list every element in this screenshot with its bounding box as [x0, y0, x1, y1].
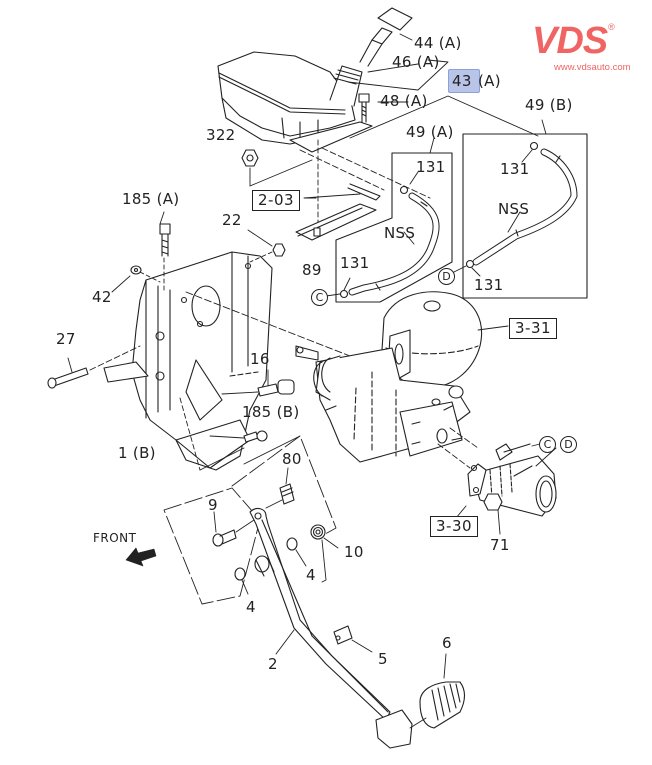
callout-27[interactable]: 27: [56, 330, 76, 348]
pedal-bracket-1b: [103, 251, 351, 471]
clutch-slave-cylinder: [437, 427, 557, 517]
registered-mark: ®: [608, 22, 615, 32]
spring-10: [310, 524, 339, 583]
clutch-pedal-arm-2: [249, 507, 391, 721]
reference-box-3-31[interactable]: 3-31: [509, 318, 558, 339]
callout-4-upper[interactable]: 4: [306, 566, 316, 584]
callout-16[interactable]: 16: [250, 350, 270, 368]
callout-185b[interactable]: 185 (B): [242, 403, 300, 421]
callout-46a[interactable]: 46 (A): [392, 53, 440, 71]
vds-watermark-logo: VDS® www.vdsauto.com: [532, 22, 644, 73]
leader-lines-top: [249, 33, 539, 233]
vds-url: www.vdsauto.com: [554, 62, 631, 73]
bolt-185b: [209, 430, 268, 443]
connector-d-cylinder[interactable]: D: [560, 436, 577, 453]
reservoir-tank: [217, 51, 373, 153]
callout-22[interactable]: 22: [222, 211, 242, 229]
callout-80[interactable]: 80: [282, 450, 302, 468]
pipe-2-03: [347, 183, 381, 201]
front-arrow-icon: [125, 547, 157, 567]
callout-131-a[interactable]: 131: [416, 158, 446, 176]
bushing-4: [234, 537, 307, 595]
callout-89[interactable]: 89: [302, 261, 322, 279]
callout-10[interactable]: 10: [344, 543, 364, 561]
switch-16: [221, 369, 295, 397]
bolt-48a: [358, 93, 370, 123]
highlight-43a: [448, 69, 480, 93]
hose-group-49a: [325, 137, 453, 303]
callout-322[interactable]: 322: [206, 126, 236, 144]
nut-22: [247, 229, 286, 263]
nut-322: [241, 149, 259, 167]
callout-43a-suffix: (A): [478, 72, 501, 90]
stopper-5: [333, 625, 373, 653]
front-orientation-label: FRONT: [93, 531, 137, 545]
callout-44a[interactable]: 44 (A): [414, 34, 462, 52]
callout-nss-49b: NSS: [498, 200, 530, 218]
callout-9[interactable]: 9: [208, 496, 218, 514]
reservoir-filler-neck: [329, 7, 413, 107]
callout-43a-number[interactable]: 43: [452, 72, 472, 90]
pedal-pad-6: [409, 653, 466, 729]
callout-5[interactable]: 5: [378, 650, 388, 668]
pedal-pad-mount: [375, 709, 413, 749]
washer-42: [111, 265, 161, 293]
leader-71: [497, 509, 501, 535]
pedal-subgroup-frame: [163, 435, 337, 605]
bolt-9: [212, 511, 255, 547]
bracket-89: [295, 203, 377, 241]
callout-4-lower[interactable]: 4: [246, 598, 256, 616]
callout-131-c[interactable]: 131: [340, 254, 370, 272]
callout-48a[interactable]: 48 (A): [380, 92, 428, 110]
connector-c-cylinder[interactable]: C: [539, 436, 556, 453]
leader-2-03: [303, 193, 361, 199]
callout-185a[interactable]: 185 (A): [122, 190, 180, 208]
bolt-27: [47, 345, 141, 389]
callout-6[interactable]: 6: [442, 634, 452, 652]
callout-49a[interactable]: 49 (A): [406, 123, 454, 141]
vds-brand-text: VDS: [532, 20, 608, 62]
connector-c-hose[interactable]: C: [311, 289, 328, 306]
callout-nss-49a: NSS: [384, 224, 416, 242]
callout-71[interactable]: 71: [490, 536, 510, 554]
callout-49b[interactable]: 49 (B): [525, 96, 573, 114]
leader-3-31: [477, 325, 509, 331]
master-cylinder-assembly: [295, 291, 482, 463]
bolt-185a: [159, 211, 171, 291]
reference-box-3-30[interactable]: 3-30: [430, 516, 479, 537]
reference-box-2-03[interactable]: 2-03: [252, 190, 301, 211]
callout-131-b[interactable]: 131: [500, 160, 530, 178]
spring-80: [265, 467, 295, 509]
callout-42[interactable]: 42: [92, 288, 112, 306]
callout-131-d[interactable]: 131: [474, 276, 504, 294]
hose-group-49b: [449, 119, 588, 299]
callout-2[interactable]: 2: [268, 655, 278, 673]
connector-d-hose[interactable]: D: [438, 268, 455, 285]
callout-1b[interactable]: 1 (B): [118, 444, 156, 462]
